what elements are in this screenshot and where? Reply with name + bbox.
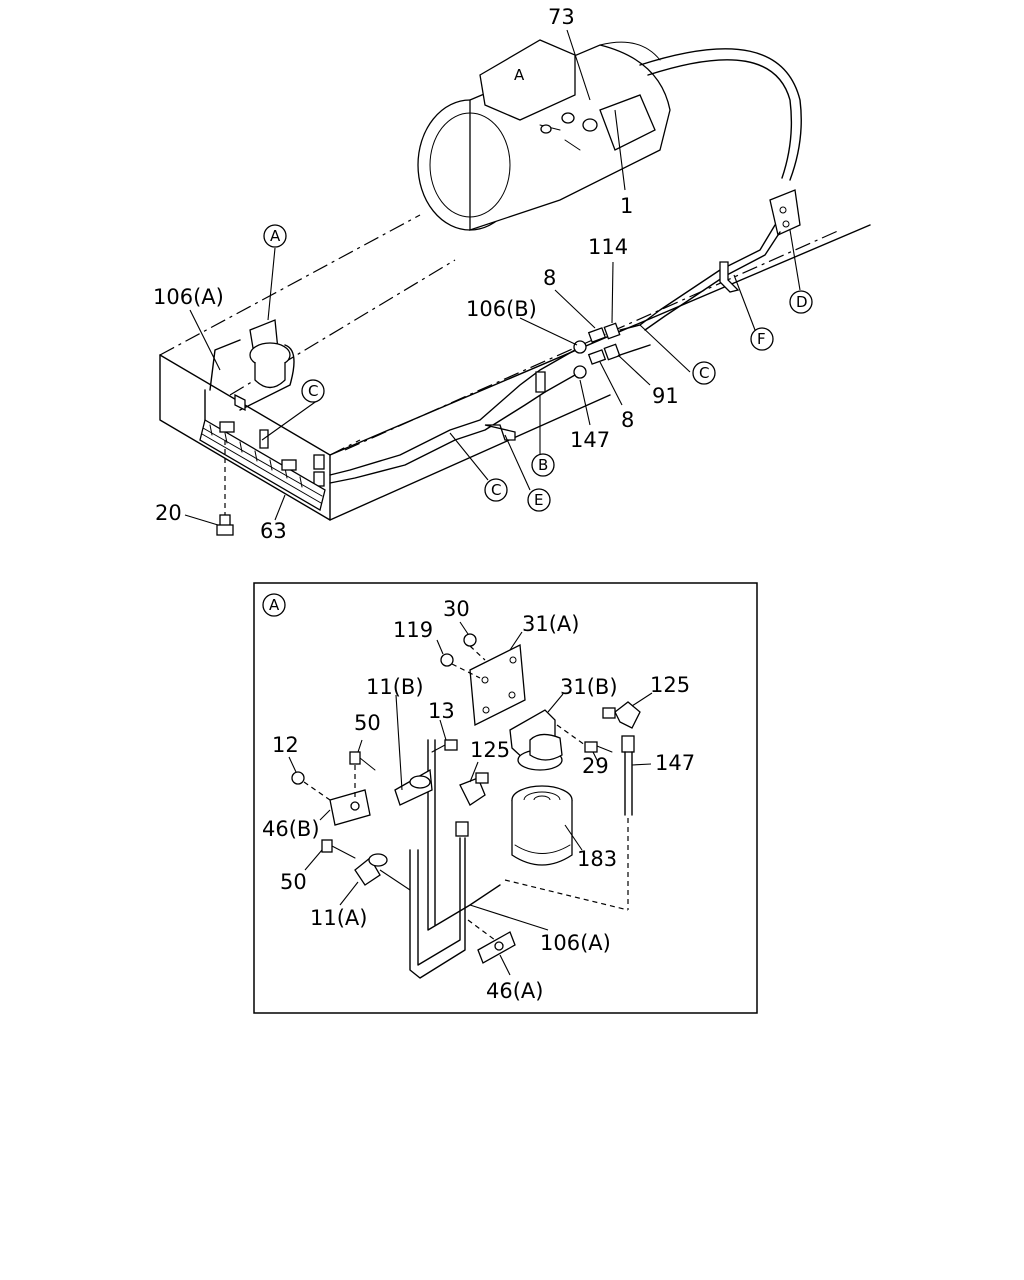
- svg-text:E: E: [534, 491, 543, 509]
- svg-text:C: C: [699, 364, 709, 382]
- callout-20: 20: [155, 501, 182, 525]
- marker-c-mid: C: [484, 478, 508, 502]
- callout-31b: 31(B): [560, 675, 618, 699]
- marker-a-box: A: [262, 593, 286, 617]
- callout-119: 119: [393, 618, 433, 642]
- callout-114: 114: [588, 235, 628, 259]
- marker-c-left: C: [301, 379, 325, 403]
- callout-50-lower: 50: [280, 870, 307, 894]
- detail-parts: [291, 633, 641, 979]
- callout-12: 12: [272, 733, 299, 757]
- callout-125-right: 125: [650, 673, 690, 697]
- fuel-cooler: [199, 419, 326, 536]
- callout-30: 30: [443, 597, 470, 621]
- marker-b: B: [531, 453, 555, 477]
- marker-e: E: [527, 488, 551, 512]
- svg-text:A: A: [270, 227, 281, 245]
- fuel-pipes-top: [313, 48, 802, 487]
- marker-f: F: [750, 327, 774, 351]
- callout-8-upper: 8: [543, 266, 556, 290]
- callout-183: 183: [577, 847, 617, 871]
- callout-1: 1: [620, 194, 633, 218]
- pump-marker-label: A: [514, 66, 525, 84]
- callout-147: 147: [655, 751, 695, 775]
- marker-c-right: C: [692, 361, 716, 385]
- fuel-filter-small: [204, 319, 295, 449]
- callout-8-lower: 8: [621, 408, 634, 432]
- marker-a-top: A: [263, 224, 287, 248]
- callout-46a: 46(A): [486, 979, 543, 1003]
- callout-106b: 106(B): [466, 297, 537, 321]
- callout-29: 29: [582, 754, 609, 778]
- detail-box: [253, 582, 758, 1014]
- svg-text:B: B: [538, 456, 548, 474]
- injection-pump: A: [417, 39, 671, 231]
- svg-text:D: D: [796, 293, 808, 311]
- detail-leaders: [288, 621, 653, 976]
- callout-46b: 46(B): [262, 817, 320, 841]
- callout-11b: 11(B): [366, 675, 424, 699]
- callout-106a: 106(A): [540, 931, 611, 955]
- top-leaders: [184, 29, 801, 526]
- callout-31a: 31(A): [522, 612, 579, 636]
- callout-73: 73: [548, 5, 575, 29]
- svg-text:C: C: [308, 382, 318, 400]
- callout-63: 63: [260, 519, 287, 543]
- svg-text:C: C: [491, 481, 501, 499]
- callout-106a-top: 106(A): [153, 285, 224, 309]
- marker-d: D: [789, 290, 813, 314]
- callout-13: 13: [428, 699, 455, 723]
- callout-11a: 11(A): [310, 906, 367, 930]
- callout-91: 91: [652, 384, 679, 408]
- callout-125-left: 125: [470, 738, 510, 762]
- callout-147-top: 147: [570, 428, 610, 452]
- svg-text:A: A: [269, 596, 280, 614]
- callout-50-upper: 50: [354, 711, 381, 735]
- svg-text:F: F: [757, 330, 766, 348]
